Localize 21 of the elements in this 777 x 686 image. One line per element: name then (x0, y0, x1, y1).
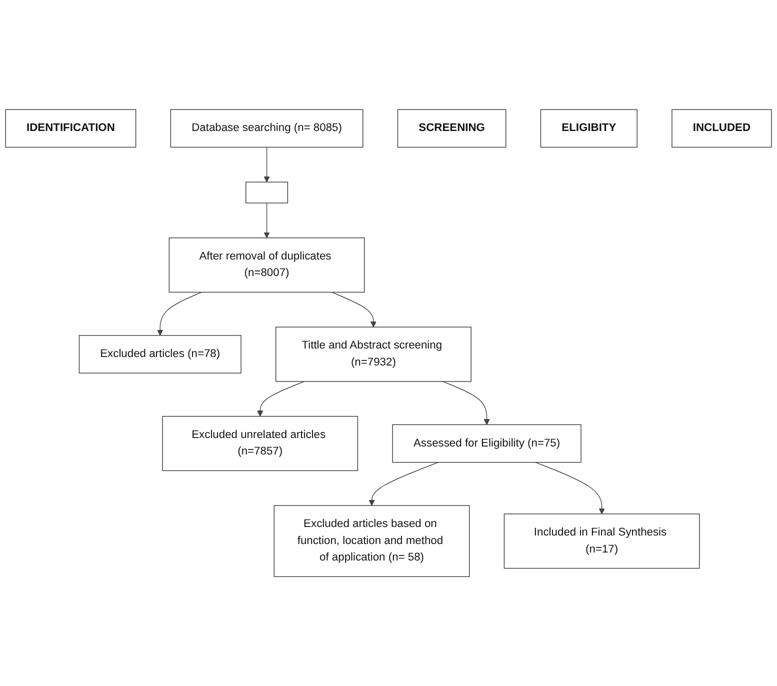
node-box: Excluded articles (n=78) (78, 334, 242, 374)
arrow (331, 292, 377, 328)
arrow (157, 292, 202, 336)
arrow (264, 146, 270, 182)
node-box: After removal of duplicates (n=8007) (168, 237, 365, 292)
node-box: Assessed for Eligibility (n=75) (392, 424, 582, 463)
node-box: INCLUDED (672, 109, 772, 148)
node-box: SCREENING (397, 109, 506, 148)
node-box: Tittle and Abstract screening (n=7932) (276, 326, 472, 382)
arrow (442, 380, 490, 425)
node-box: Excluded articles based on function, location and method of application (n= 58) (274, 505, 470, 577)
node-box: Excluded unrelated articles (n=7857) (162, 416, 358, 471)
arrow (368, 462, 439, 506)
node-box: IDENTIFICATION (5, 109, 136, 148)
node-box: Included in Final Synthesis (n=17) (504, 513, 700, 569)
node-box (246, 182, 288, 204)
node-box: ELIGIBITY (540, 109, 638, 148)
arrow (257, 380, 305, 416)
arrow (534, 462, 605, 514)
arrow (264, 202, 270, 238)
node-box: Database searching (n= 8085) (170, 109, 364, 148)
